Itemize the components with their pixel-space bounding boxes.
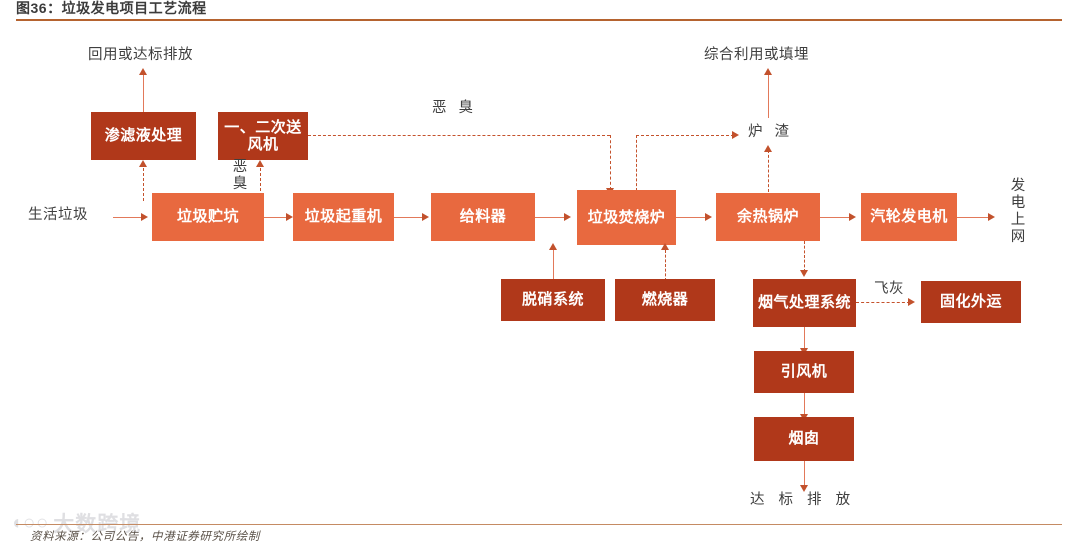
node-feeder[interactable]: 给料器 — [431, 193, 535, 241]
edge-feeder-to-incinerator — [535, 217, 568, 218]
label-comprehensive-use: 综合利用或填埋 — [704, 47, 809, 63]
arrowhead-crane-right — [286, 212, 293, 221]
edge-pit-to-lixiviate — [143, 168, 144, 201]
label-final-emission: 达 标 排 放 — [750, 492, 856, 508]
source-note: 资料来源：公司公告，中港证券研究所绘制 — [30, 531, 260, 543]
edge-flue-gas-to-induced-fan — [804, 327, 805, 351]
node-denox-system[interactable]: 脱硝系统 — [501, 279, 605, 321]
node-solidification-transport[interactable]: 固化外运 — [921, 281, 1021, 323]
edge-incinerator-to-slag-vertical — [636, 135, 637, 191]
arrowhead-fan-up — [255, 160, 264, 167]
edge-burner-to-incinerator — [665, 250, 666, 281]
arrowhead-denox-up — [548, 243, 557, 250]
footer-divider — [16, 524, 1062, 525]
node-waste-crane[interactable]: 垃圾起重机 — [293, 193, 394, 241]
node-waste-heat-boiler[interactable]: 余热锅炉 — [716, 193, 820, 241]
node-flue-gas-treatment[interactable]: 烟气处理系统 — [753, 279, 856, 327]
edge-boiler-to-flue-gas — [804, 241, 805, 272]
edge-pit-to-crane — [264, 217, 290, 218]
edge-incinerator-to-slag-horizontal — [636, 135, 734, 136]
node-primary-secondary-fan[interactable]: 一、二次送风机 — [218, 112, 308, 160]
edge-flue-gas-to-solidify — [856, 302, 910, 303]
label-odor-top: 恶 臭 — [432, 100, 478, 116]
node-induced-draft-fan[interactable]: 引风机 — [754, 351, 854, 393]
arrowhead-turbine-right — [849, 212, 856, 221]
node-burner[interactable]: 燃烧器 — [615, 279, 715, 321]
edge-chimney-to-emission — [804, 461, 805, 488]
page-title: 图36：垃圾发电项目工艺流程 — [16, 0, 207, 16]
label-reuse-discharge: 回用或达标排放 — [88, 47, 193, 63]
arrowhead-reuse-up — [138, 68, 147, 75]
label-fly-ash: 飞灰 — [874, 281, 904, 297]
arrowhead-slag-up — [763, 145, 772, 152]
edge-boiler-to-slag — [768, 150, 769, 192]
ico-logo-icon: ◖○○ — [10, 511, 50, 534]
arrowhead-comprehensive-up — [763, 68, 772, 75]
arrowhead-flue-gas-down — [799, 270, 808, 277]
node-steam-turbine-generator[interactable]: 汽轮发电机 — [861, 193, 957, 241]
edge-crane-to-feeder — [394, 217, 426, 218]
arrowhead-lixiviate-up — [138, 160, 147, 167]
arrowhead-feeder-right — [422, 212, 429, 221]
arrowhead-incinerator-right — [564, 212, 571, 221]
title-divider — [16, 19, 1062, 21]
edge-lixiviate-to-reuse — [143, 70, 144, 112]
label-slag: 炉 渣 — [748, 124, 794, 140]
arrowhead-grid-right — [988, 212, 995, 221]
edge-fan-to-incinerator-horizontal — [308, 135, 610, 136]
edge-boiler-to-turbine — [820, 217, 853, 218]
label-grid-output: 发电上网 — [1010, 178, 1026, 246]
node-lixiviate-treatment[interactable]: 渗滤液处理 — [91, 112, 196, 160]
arrowhead-burner-up — [660, 243, 669, 250]
arrowhead-slag-right — [732, 130, 739, 139]
edge-fan-to-incinerator-vertical — [610, 135, 611, 190]
edge-turbine-to-grid — [957, 217, 992, 218]
node-chimney[interactable]: 烟囱 — [754, 417, 854, 461]
edge-induced-fan-to-chimney — [804, 393, 805, 417]
arrowhead-pit-right — [141, 212, 148, 221]
label-odor-side: 恶臭 — [232, 159, 248, 193]
edge-denox-to-incinerator — [553, 248, 554, 281]
edge-pit-to-fan — [260, 168, 261, 201]
node-waste-incinerator[interactable]: 垃圾焚烧炉 — [577, 190, 676, 245]
label-msw-input: 生活垃圾 — [28, 207, 88, 223]
edge-incinerator-to-boiler — [676, 217, 709, 218]
arrowhead-solidify-right — [908, 297, 915, 306]
arrowhead-boiler-right — [705, 212, 712, 221]
arrowhead-emission-down — [799, 485, 808, 492]
edge-slag-to-comprehensive — [768, 74, 769, 118]
edge-msw-to-pit — [113, 217, 145, 218]
node-waste-pit[interactable]: 垃圾贮坑 — [152, 193, 264, 241]
